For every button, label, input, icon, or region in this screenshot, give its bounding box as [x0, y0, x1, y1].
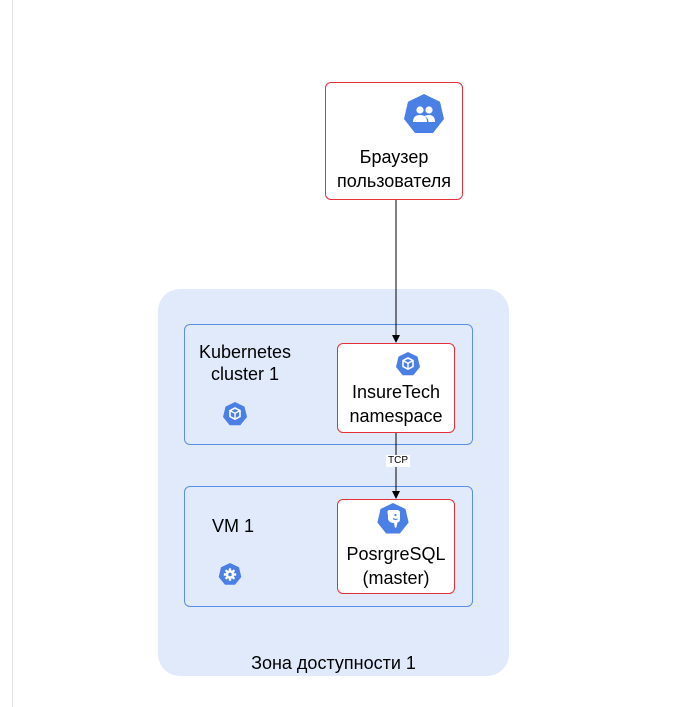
gear-icon [218, 563, 242, 585]
browser-node[interactable] [325, 82, 463, 200]
postgres-node-label: PosrgreSQL (master) [346, 544, 446, 588]
kubernetes-cube-icon [223, 402, 247, 426]
edge-tcp-label: TCP [386, 455, 410, 467]
availability-zone-label: Зона доступности 1 [251, 653, 416, 673]
namespace-node[interactable] [337, 343, 455, 433]
browser-node-label: Браузер пользователя [337, 147, 451, 191]
page-left-border [12, 0, 13, 707]
vm-label: VM 1 [211, 516, 254, 536]
kubernetes-cluster-group[interactable] [184, 324, 473, 445]
postgresql-icon [377, 503, 409, 534]
users-icon [404, 94, 444, 133]
kubernetes-cluster-label: Kubernetes cluster 1 [198, 342, 292, 384]
namespace-cube-icon [396, 352, 420, 376]
namespace-node-label: InsureTech namespace [349, 382, 443, 426]
vm-group[interactable] [184, 486, 473, 607]
